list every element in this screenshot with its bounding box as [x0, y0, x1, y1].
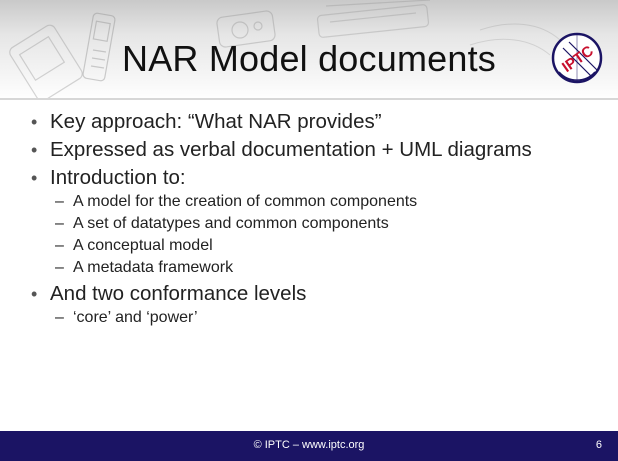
bullet-list: • Key approach: “What NAR provides” • Ex… [0, 110, 618, 328]
sub-bullet-dash: – [55, 237, 64, 254]
sub-bullet-item: – A model for the creation of common com… [50, 192, 578, 212]
bullet-text: Key approach: “What NAR provides” [50, 110, 382, 133]
iptc-logo: IPTC [551, 32, 603, 84]
pda-icon [9, 24, 83, 100]
bullet-item: • Key approach: “What NAR provides” [0, 110, 618, 134]
sub-bullet-dash: – [55, 259, 64, 276]
footer-copyright: © IPTC – www.iptc.org [253, 439, 365, 451]
slide-body: • Key approach: “What NAR provides” • Ex… [0, 110, 618, 332]
keyboard-icon [316, 0, 431, 38]
slide-header: NAR Model documents IPTC [0, 0, 618, 100]
header-divider [0, 98, 618, 100]
sub-bullet-item: – A set of datatypes and common componen… [50, 214, 578, 234]
sub-bullet-text: A set of datatypes and common components [73, 215, 389, 232]
sub-bullet-list: – A model for the creation of common com… [50, 192, 578, 278]
bullet-item: • Introduction to: – A model for the cre… [0, 166, 618, 278]
page-number: 6 [595, 439, 602, 451]
sub-bullet-dash: – [55, 215, 64, 232]
sub-bullet-item: – A conceptual model [50, 236, 578, 256]
sub-bullet-dash: – [55, 309, 64, 326]
bullet-item: • And two conformance levels – ‘core’ an… [0, 282, 618, 328]
mobile-phone-icon [82, 12, 116, 82]
slide-title: NAR Model documents [122, 38, 496, 79]
bullet-text: And two conformance levels [50, 282, 307, 305]
sub-bullet-text: A metadata framework [73, 259, 234, 276]
camera-icon [216, 10, 276, 48]
bullet-item: • Expressed as verbal documentation + UM… [0, 138, 618, 162]
sub-bullet-dash: – [55, 193, 64, 210]
bullet-dot: • [31, 112, 38, 132]
slide-footer: © IPTC – www.iptc.org 6 [0, 431, 618, 461]
sub-bullet-item: – A metadata framework [50, 258, 578, 278]
bullet-dot: • [31, 140, 38, 160]
bullet-text: Expressed as verbal documentation + UML … [50, 138, 532, 161]
bullet-dot: • [31, 284, 38, 304]
sub-bullet-text: ‘core’ and ‘power’ [73, 309, 198, 326]
sub-bullet-list: – ‘core’ and ‘power’ [50, 308, 578, 328]
sub-bullet-item: – ‘core’ and ‘power’ [50, 308, 578, 328]
bullet-text: Introduction to: [50, 166, 186, 189]
sub-bullet-text: A model for the creation of common compo… [73, 193, 418, 210]
header-devices-artwork [9, 0, 561, 100]
sub-bullet-text: A conceptual model [73, 237, 213, 254]
bullet-dot: • [31, 168, 38, 188]
